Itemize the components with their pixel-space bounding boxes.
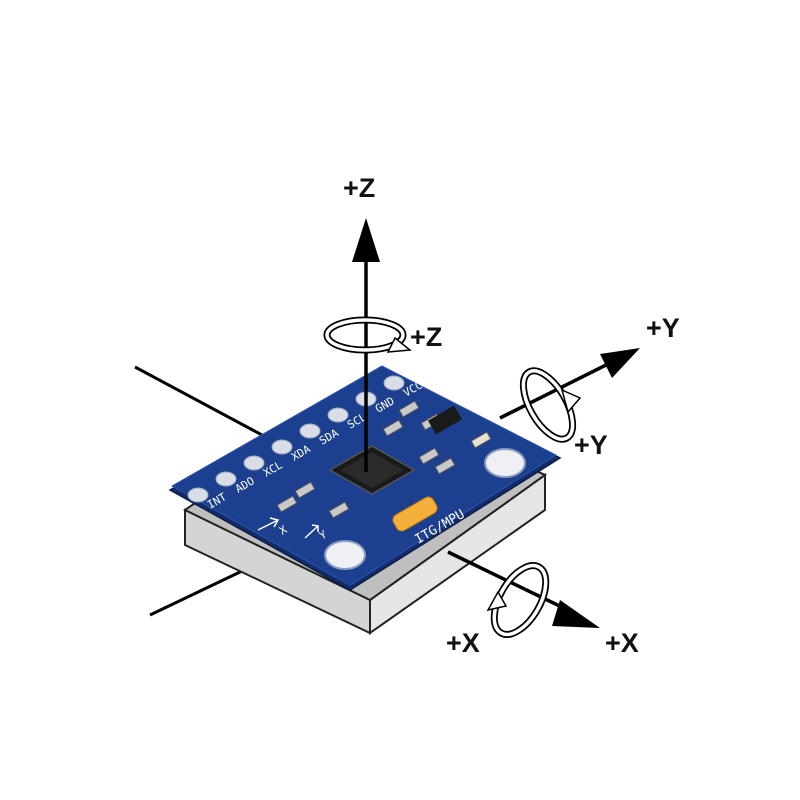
pin-pad-scl <box>327 407 349 423</box>
imu-chip-top <box>340 452 404 488</box>
x-rotation-arrow-icon <box>486 562 550 638</box>
crystal-oscillator <box>392 496 438 532</box>
x-arrowhead <box>552 600 600 628</box>
y-arrowhead <box>600 348 640 378</box>
pin-pad-xda <box>271 439 293 455</box>
mounting-hole <box>484 448 526 478</box>
pin-pad-sda <box>299 423 321 439</box>
z-rotation-label: +Z <box>410 322 442 352</box>
pin-pad-xcl <box>243 455 265 471</box>
pcb-board: VCC GND SCL SDA XDA XCL ADO INT ITG/MPU <box>168 365 562 591</box>
mounting-hole <box>324 540 366 570</box>
z-rotation-arrow-icon <box>323 316 412 354</box>
y-rotation-arrow-icon <box>519 367 582 443</box>
x-rotation-label: +X <box>446 628 480 658</box>
pin-pad-vcc <box>383 375 405 391</box>
smd-components <box>276 400 492 519</box>
x-axis-back-line <box>134 365 263 437</box>
x-axis-label: +X <box>605 628 639 658</box>
pin-pad-int <box>187 487 209 503</box>
y-axis-arrow <box>499 362 609 420</box>
silkscreen-arrow-y <box>304 524 319 539</box>
silkscreen-arrow-x <box>257 517 280 531</box>
z-arrowhead <box>352 218 380 262</box>
y-rotation-label: +Y <box>574 430 608 460</box>
y-axis-label: +Y <box>646 313 680 343</box>
z-axis-label: +Z <box>343 173 375 203</box>
pin-pad-ado <box>215 471 237 487</box>
